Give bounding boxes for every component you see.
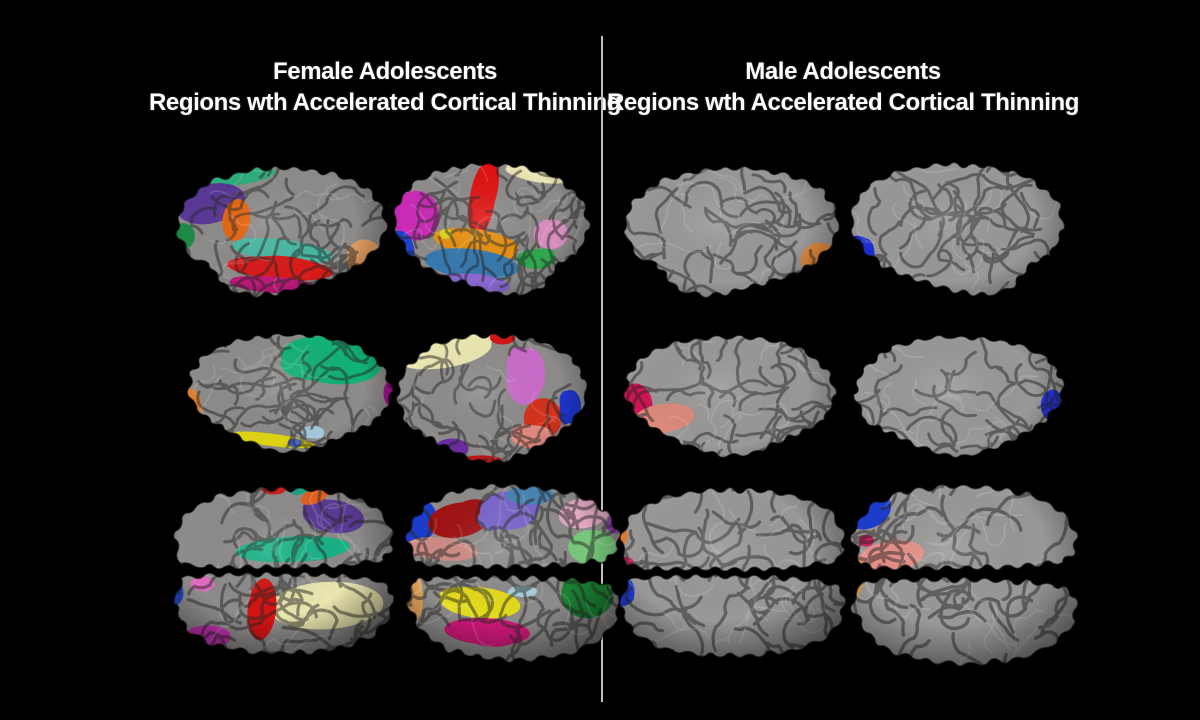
- brain-male-dorsal: [608, 481, 852, 665]
- brain-render-male-dorsal: [618, 486, 847, 659]
- female-title-line1: Female Adolescents: [273, 58, 497, 85]
- brain-render-male-medial-left: [622, 334, 838, 459]
- male-title-line2: Regions wth Accelerated Cortical Thinnin…: [606, 89, 1080, 116]
- male-title-line1: Male Adolescents: [745, 58, 941, 85]
- male-panel-title: Male Adolescents Regions wth Accelerated…: [606, 56, 1080, 118]
- brain-render-male-lateral-right: [850, 161, 1066, 297]
- brain-render-female-ventral: [404, 482, 622, 664]
- brain-render-male-ventral: [849, 483, 1080, 668]
- brain-female-dorsal: [162, 480, 400, 662]
- brain-male-medial-left: [612, 328, 848, 486]
- brain-female-medial-right: [386, 326, 598, 494]
- brain-render-female-lateral-right: [393, 162, 592, 297]
- brain-male-lateral-right: [842, 156, 1076, 322]
- brain-female-lateral-right: [386, 156, 600, 322]
- female-panel-title: Female Adolescents Regions wth Accelerat…: [140, 56, 630, 118]
- region-lateral-occipital: [623, 400, 631, 433]
- brain-male-ventral: [836, 476, 1088, 672]
- brain-render-female-lateral-left: [175, 165, 389, 299]
- brain-male-lateral-left: [612, 160, 848, 322]
- brain-female-ventral: [392, 476, 630, 668]
- female-title-line2: Regions wth Accelerated Cortical Thinnin…: [148, 89, 622, 116]
- brain-male-medial-right: [842, 328, 1076, 486]
- brain-render-male-medial-right: [852, 334, 1066, 459]
- brain-female-lateral-left: [165, 160, 395, 322]
- panel-divider: [601, 36, 603, 702]
- brain-render-female-dorsal: [172, 486, 395, 656]
- brain-render-female-medial-right: [395, 332, 588, 464]
- brain-female-medial-left: [176, 326, 404, 482]
- brain-render-female-medial-left: [186, 333, 394, 455]
- brain-render-male-lateral-left: [623, 165, 841, 299]
